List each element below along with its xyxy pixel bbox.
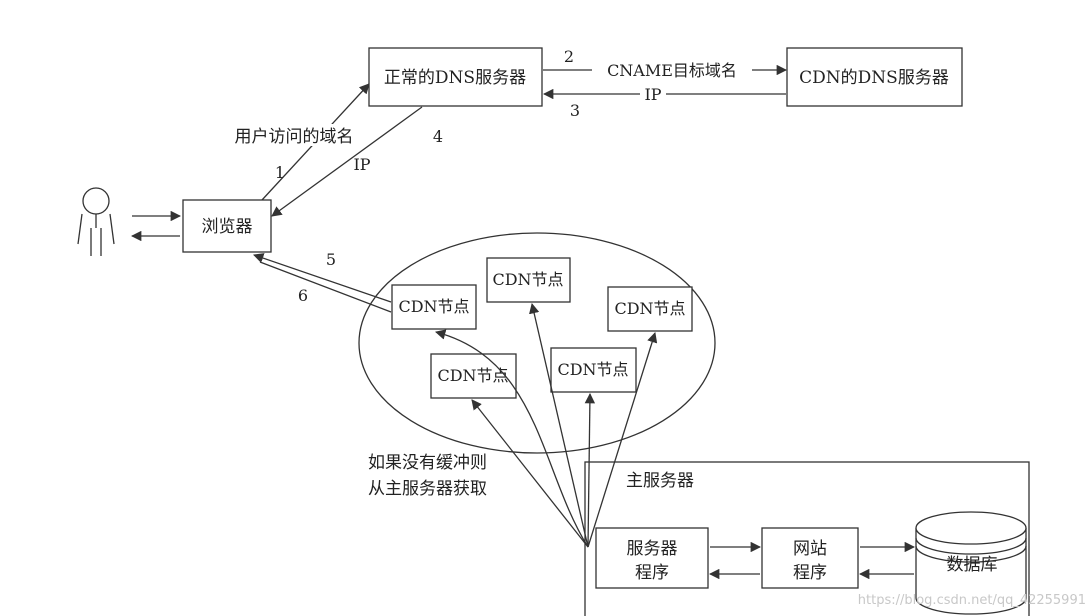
cdn-cluster-ellipse <box>358 232 716 454</box>
step1-number: 1 <box>275 163 285 182</box>
browser-box <box>182 199 272 253</box>
dns-normal-box <box>368 47 543 107</box>
server-program-label-1: 服务器 <box>627 539 678 559</box>
step2-label: CNAME目标域名 <box>607 61 737 80</box>
browser-label: 浏览器 <box>202 217 253 237</box>
watermark-text: https://blog.csdn.net/qq_42255991 <box>858 593 1086 608</box>
step1-label: 用户访问的域名 <box>235 127 354 147</box>
step2-number: 2 <box>564 47 574 66</box>
step4-arrow <box>271 106 423 217</box>
step6-arrow <box>259 261 392 313</box>
database-label: 数据库 <box>947 555 998 575</box>
cdn-node-2: CDN节点 <box>486 257 571 303</box>
cdn-node-3-label: CDN节点 <box>614 299 685 318</box>
step5-number: 5 <box>326 250 336 269</box>
fallback-note-line2: 从主服务器获取 <box>368 479 487 499</box>
step3-label: IP <box>644 85 661 104</box>
main-server-group-label: 主服务器 <box>626 471 694 491</box>
cdn-node-4: CDN节点 <box>430 353 517 399</box>
dns-cdn-box <box>786 47 963 107</box>
server-program-box <box>595 527 709 589</box>
cdn-node-3: CDN节点 <box>607 286 693 332</box>
main-server-group-box <box>584 461 1030 616</box>
cdn-node-1-label: CDN节点 <box>398 297 469 316</box>
cdn-node-5-label: CDN节点 <box>557 360 628 379</box>
step6-number: 6 <box>298 286 308 305</box>
website-program-box <box>761 527 859 589</box>
cdn-node-2-label: CDN节点 <box>492 270 563 289</box>
website-program-label-2: 程序 <box>793 563 827 583</box>
database-icon <box>915 511 1027 615</box>
dns-normal-label: 正常的DNS服务器 <box>384 68 526 88</box>
fallback-note-line1: 如果没有缓冲则 <box>368 453 487 473</box>
step4-number: 4 <box>433 127 443 146</box>
cdn-node-5: CDN节点 <box>550 347 637 393</box>
step3-number: 3 <box>570 101 580 120</box>
step5-arrow <box>253 253 392 303</box>
cdn-node-4-label: CDN节点 <box>437 366 508 385</box>
step4-label: IP <box>353 155 370 174</box>
dns-cdn-label: CDN的DNS服务器 <box>799 68 949 88</box>
user-icon <box>77 187 115 256</box>
origin-fetch-arrows <box>434 302 658 548</box>
server-program-label-2: 程序 <box>635 563 669 583</box>
website-program-label-1: 网站 <box>793 539 827 559</box>
cdn-node-1: CDN节点 <box>391 284 477 330</box>
